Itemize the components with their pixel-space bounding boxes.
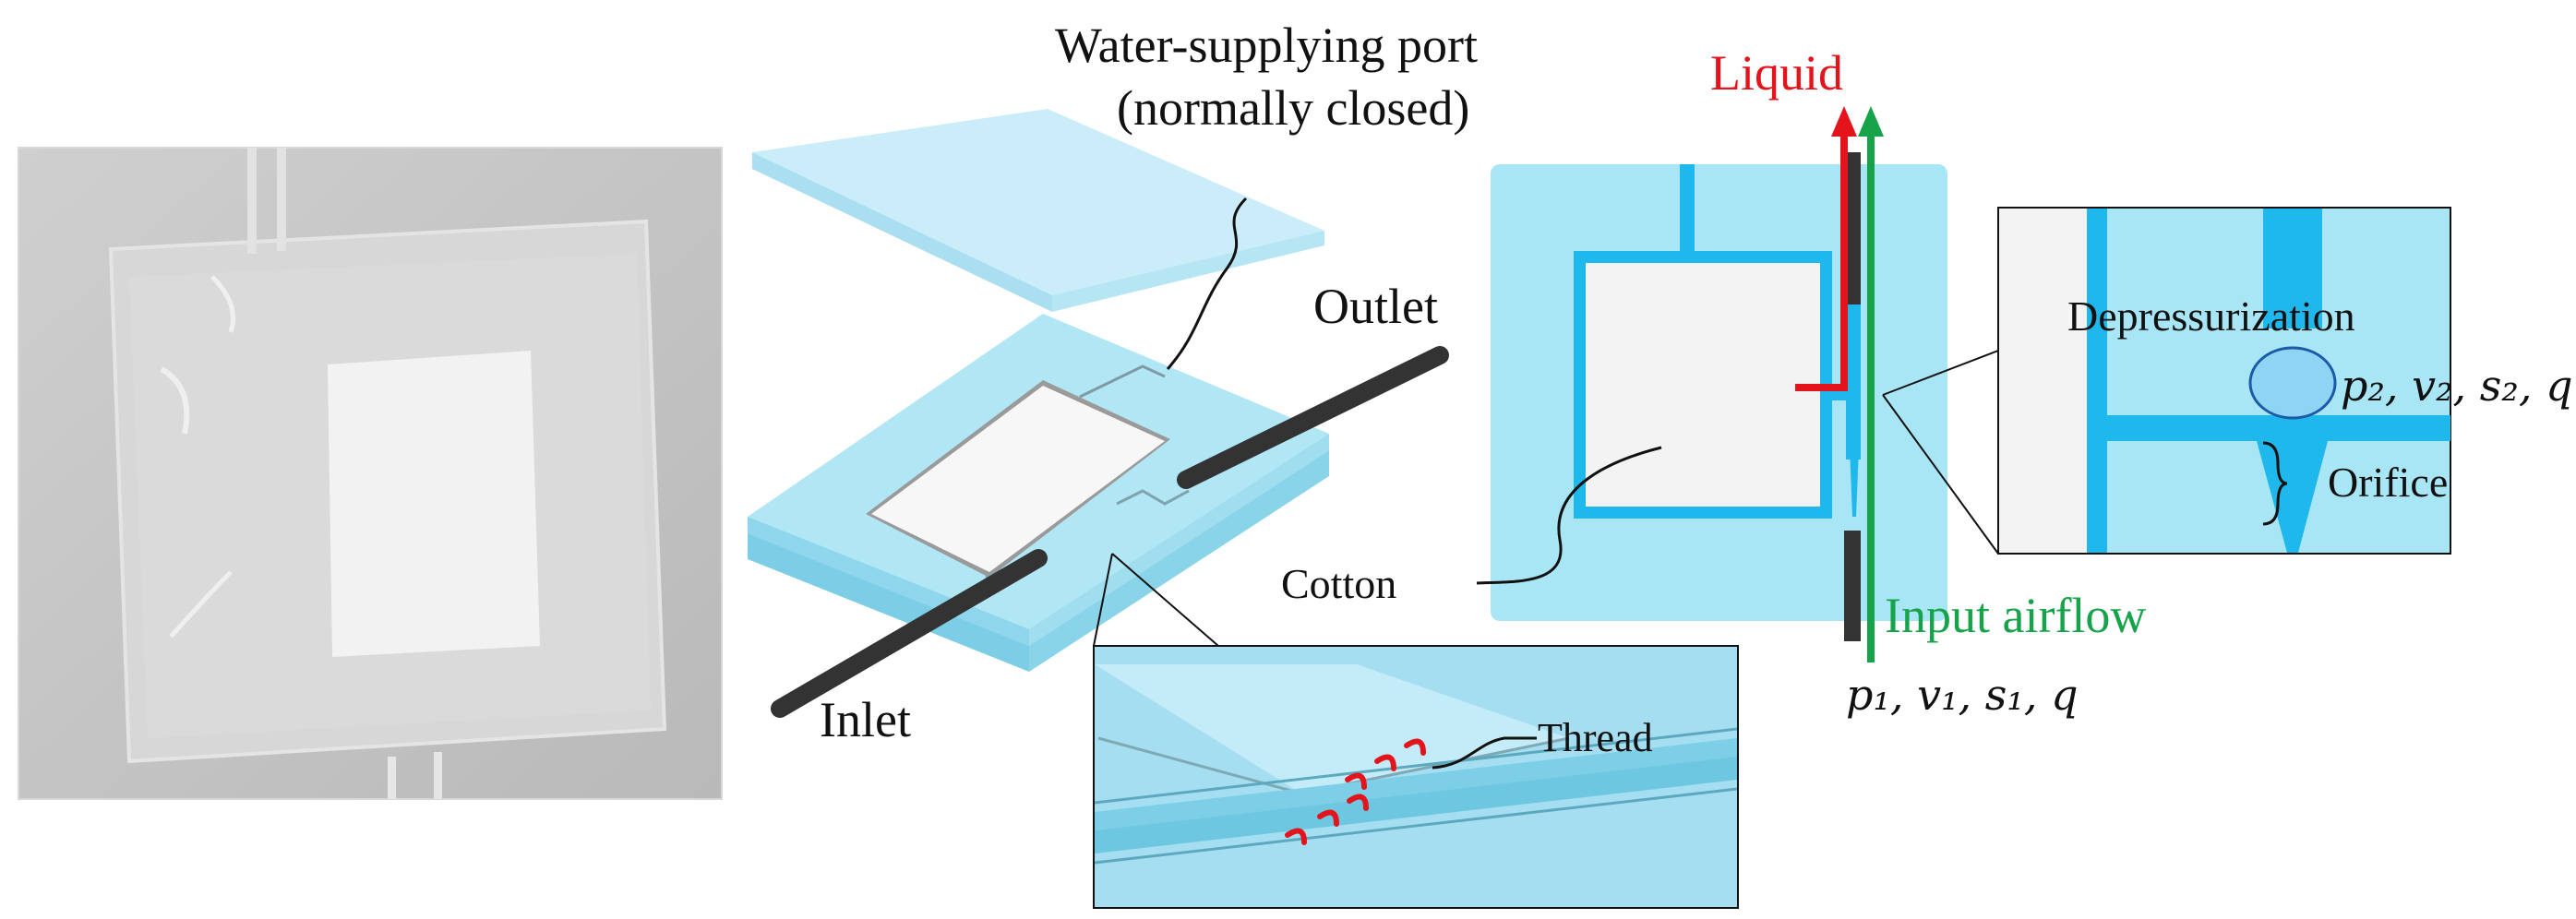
top-view-panel [1476, 152, 1947, 641]
liquid-flow-arrow [1795, 106, 1857, 391]
orifice-zoom-inset [1882, 207, 2451, 555]
thread-stitches [1285, 738, 1426, 845]
exploded-view [748, 109, 1449, 718]
device-photo [18, 147, 723, 800]
thread-zoom-inset [1093, 553, 1739, 909]
airflow-arrow [1858, 106, 1884, 662]
